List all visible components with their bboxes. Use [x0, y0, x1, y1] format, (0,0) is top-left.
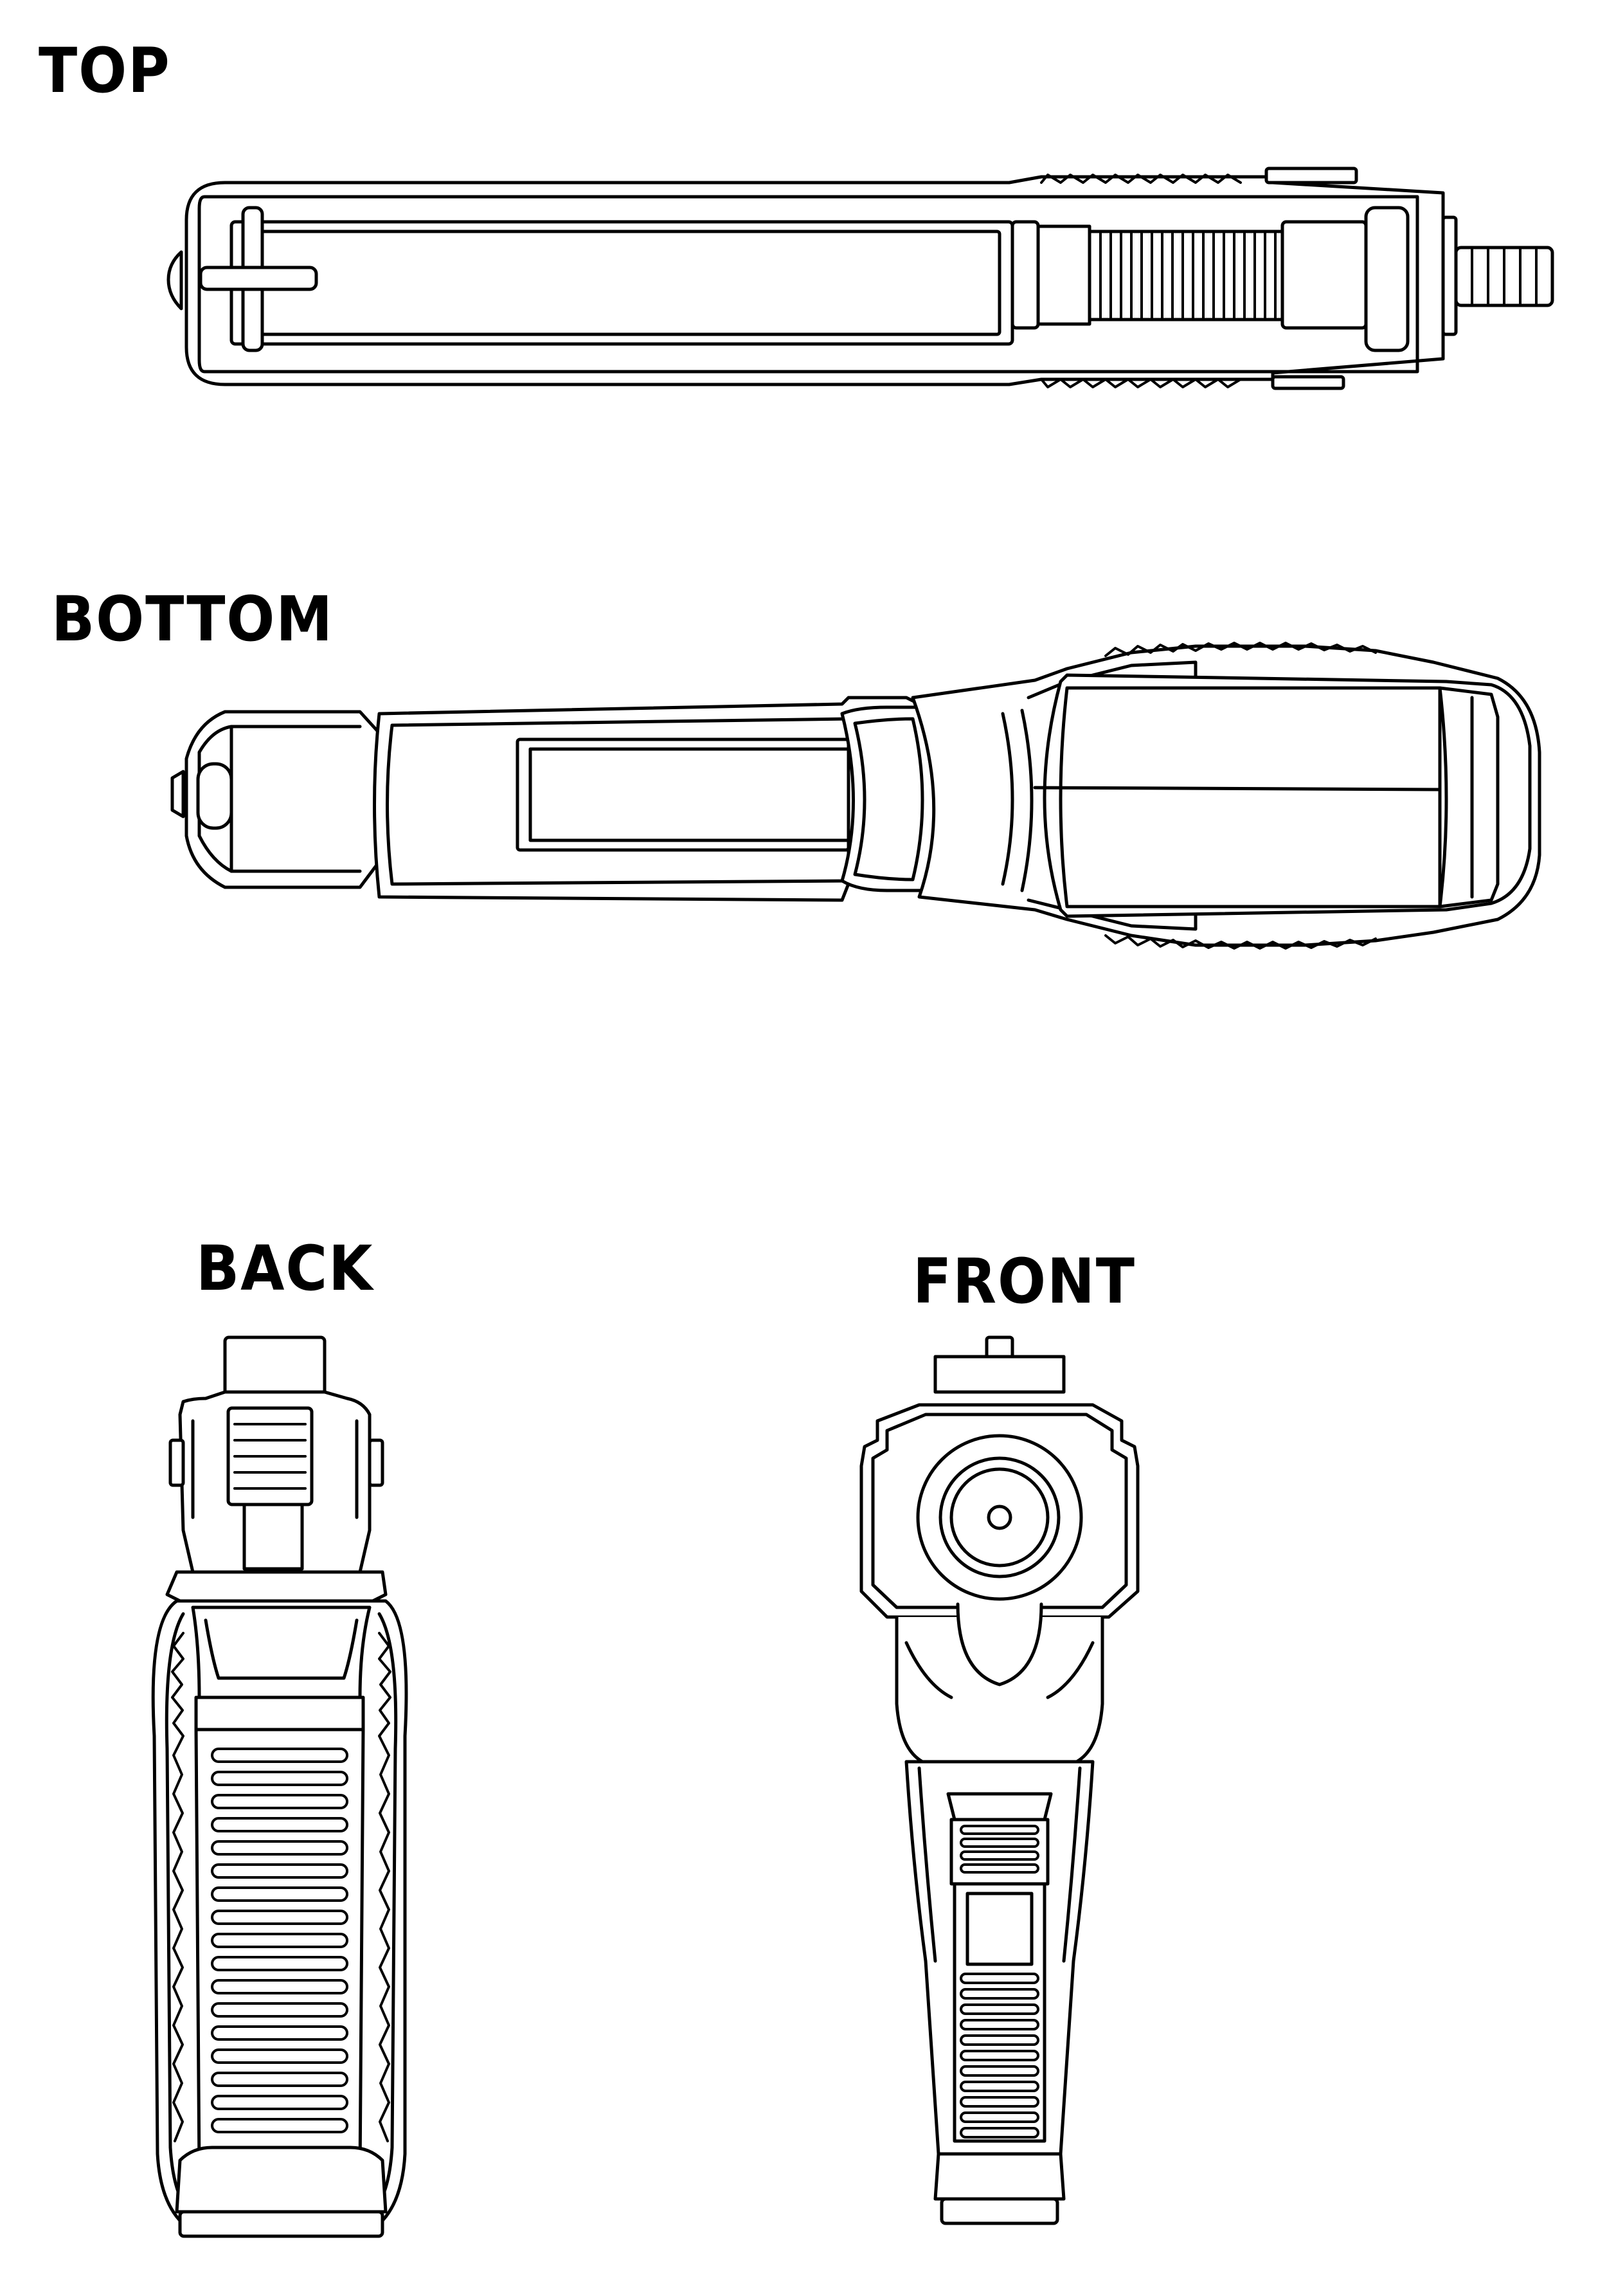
top-front-block	[1282, 222, 1366, 328]
bottom-grip-serration-top	[1106, 643, 1376, 656]
bottom-slide-rear	[186, 712, 379, 887]
top-rear-cap	[168, 252, 181, 309]
front-guide-rod-notch	[958, 1604, 1041, 1685]
top-serrations-lower	[1041, 379, 1241, 387]
front-slide-face-inner	[873, 1415, 1126, 1607]
top-port-frame	[1038, 226, 1090, 324]
front-strap-grooves	[961, 1974, 1038, 2137]
top-sight-rib	[231, 222, 1012, 344]
back-grip-texture-left	[172, 1633, 183, 2141]
top-view-label: TOP	[39, 35, 171, 107]
top-slide-inner	[199, 197, 1417, 372]
bottom-grip-centerline	[1035, 788, 1440, 790]
bottom-frame-inner	[388, 719, 849, 884]
back-view-label: BACK	[196, 1233, 374, 1305]
bottom-magazine-end	[1440, 688, 1498, 907]
back-backstrap-grooves	[212, 1749, 347, 2132]
front-strap-upper-grooves	[961, 1826, 1038, 1872]
top-view-drawing	[168, 168, 1552, 388]
front-bore	[989, 1506, 1010, 1528]
bottom-view-drawing	[172, 643, 1540, 948]
top-serrations-upper	[1041, 175, 1241, 183]
bottom-grip-serration-bottom	[1106, 936, 1376, 948]
top-knurled-section	[1090, 231, 1282, 320]
top-front-sight	[1366, 208, 1408, 350]
top-guide-rod	[1456, 248, 1552, 305]
bottom-magazine-base	[1045, 675, 1530, 916]
top-slide-stop-upper	[1266, 168, 1356, 183]
bottom-hammer-slot	[198, 764, 231, 828]
back-magazine-floorplate	[180, 2212, 382, 2236]
back-grip-base	[177, 2147, 386, 2212]
top-port-block	[1012, 222, 1038, 328]
top-muzzle-face	[1443, 217, 1456, 334]
bottom-rear-cap	[172, 772, 183, 817]
front-strap-top	[948, 1794, 1051, 1820]
bottom-dust-cover-slot	[517, 739, 848, 850]
front-view-label: FRONT	[913, 1245, 1136, 1317]
top-rear-sight	[201, 208, 316, 350]
back-beavertail	[193, 1607, 370, 1697]
back-view-drawing	[153, 1337, 406, 2236]
front-magazine-floorplate	[942, 2199, 1057, 2223]
front-grip-base	[935, 2154, 1064, 2199]
back-grip-texture-right	[379, 1633, 390, 2141]
front-sight-base	[935, 1357, 1064, 1392]
front-view-drawing	[861, 1337, 1138, 2223]
bottom-view-label: BOTTOM	[51, 583, 334, 655]
back-frame-tang	[167, 1572, 386, 1601]
back-hammer	[228, 1408, 312, 1569]
top-slide-stop-lower	[1273, 377, 1343, 388]
